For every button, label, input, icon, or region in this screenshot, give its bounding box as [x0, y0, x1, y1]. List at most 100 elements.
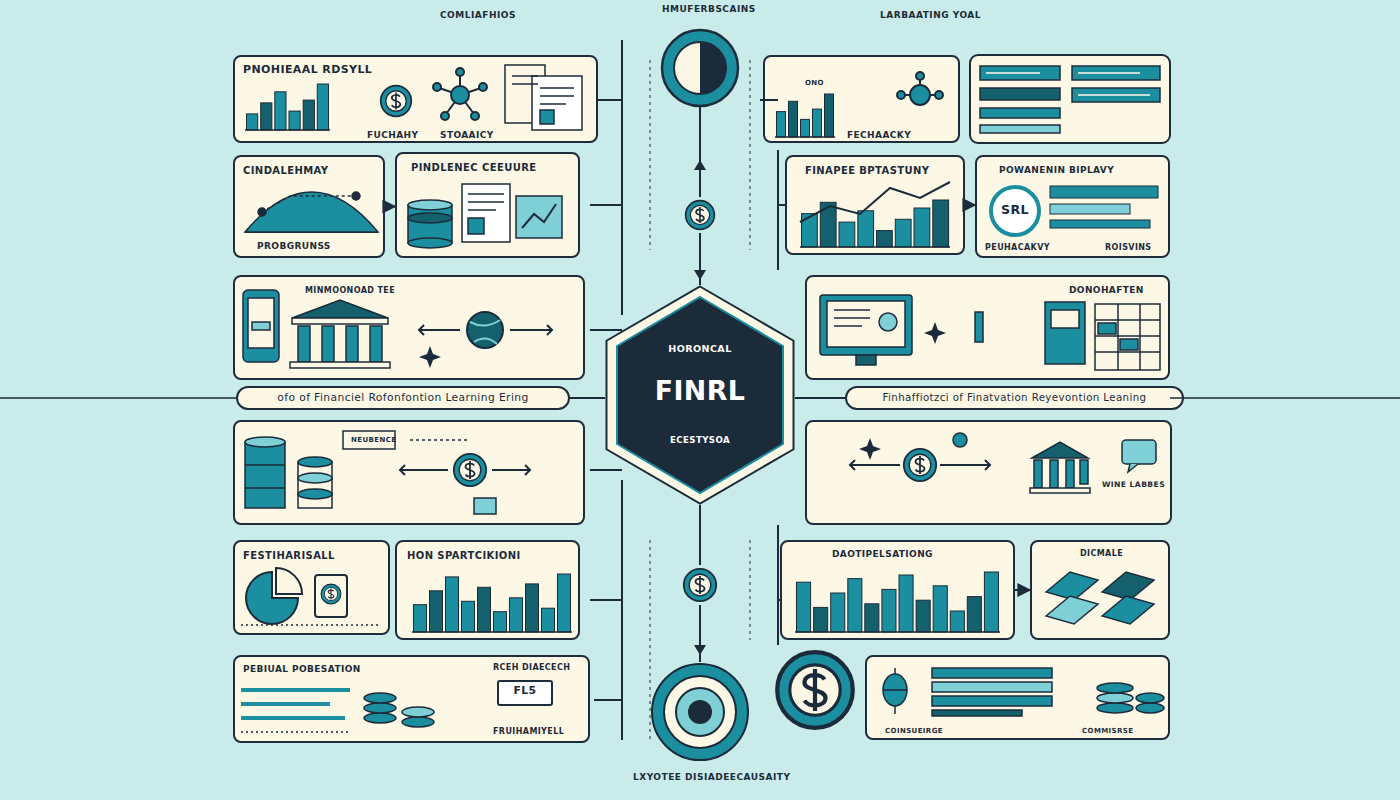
node-title: Finhaffiotzci of Finatvation Reyevontion… — [847, 392, 1182, 404]
node-text: FRUIHAMIYELL — [493, 727, 564, 737]
database-stack — [298, 462, 332, 508]
dollar-coin — [686, 201, 715, 230]
database-stack — [1136, 703, 1164, 713]
network-icon — [451, 86, 469, 104]
globe-arrows — [850, 460, 990, 470]
connector-arrow — [570, 397, 605, 399]
menu-panel — [970, 55, 1170, 143]
database-stack — [298, 473, 332, 483]
bar-chart — [814, 607, 828, 632]
panel-box: PNOHIEAAL RDSYLLFUCHAHYSTOAAICY — [233, 55, 598, 143]
network-icon — [433, 83, 441, 91]
hub-hexagon: HORONCALFINRLECESTYSOA — [605, 285, 795, 505]
pie-circle — [674, 42, 726, 94]
bank-icon — [298, 326, 310, 362]
monitor-icon — [1095, 304, 1160, 370]
panel-ground — [846, 387, 1183, 409]
speech-bubble — [953, 433, 967, 447]
monitor-icon — [1045, 302, 1085, 364]
tag-outline — [343, 431, 496, 514]
monitor-icon — [1051, 310, 1079, 328]
target-circle — [676, 688, 724, 736]
node-title: FL5 — [499, 685, 551, 698]
panel-ground — [396, 153, 579, 257]
arrow-mark — [694, 160, 706, 170]
chip-icon — [1046, 572, 1154, 624]
monitor-icon — [827, 301, 905, 347]
node-text: PROBGRUNSS — [257, 241, 331, 252]
node-title: SRL — [993, 202, 1037, 217]
database-stack — [245, 465, 285, 488]
bar-chart — [446, 577, 459, 632]
speech-bubble — [1122, 440, 1156, 464]
bar-chart — [882, 589, 896, 632]
panel-ground — [234, 541, 389, 634]
bank-icon — [322, 326, 334, 362]
node-title: HORONCAL — [605, 343, 795, 354]
panel-ground — [806, 421, 1171, 524]
node-title: CINDALEHMAY — [243, 165, 328, 177]
panel-ground — [866, 656, 1169, 739]
database-stack — [364, 703, 396, 713]
bar-chart — [245, 129, 330, 131]
star-icon — [859, 438, 881, 460]
database-stack — [245, 442, 285, 508]
row-bars — [1050, 220, 1150, 228]
network-icon — [471, 112, 479, 120]
connector-arrow — [795, 397, 845, 399]
bank-icon — [292, 300, 388, 318]
node-title: MINMOONOAD TEE — [305, 286, 395, 296]
monitor-icon — [856, 355, 876, 365]
monitor-icon — [879, 313, 897, 331]
panel-box: COINSUEIRGECOMMISRSE — [865, 655, 1170, 740]
monitor-icon — [834, 310, 870, 326]
row-bars — [1050, 186, 1158, 228]
globe-arrows — [470, 320, 500, 344]
document-icon — [516, 196, 562, 238]
node-title: POWANENIN BIPLAVY — [999, 165, 1114, 176]
database-stack — [245, 437, 285, 447]
caption-label: LARBAATING YOAL — [880, 10, 981, 21]
bar-chart — [895, 219, 911, 247]
bar-chart — [797, 582, 811, 632]
node-title: DAOTIPELSATIONG — [832, 549, 933, 560]
network-icon — [439, 74, 481, 114]
panel-box: POWANENIN BIPLAVYPEUHACAKVYROISVINSSRL — [975, 155, 1170, 258]
panel-box: WINE LABBES — [805, 420, 1172, 525]
bar-chart — [848, 579, 862, 632]
bar-chart — [777, 112, 786, 137]
node-title: ofo of Financiel Rofonfontion Learning E… — [238, 392, 568, 405]
panel-ground — [234, 276, 584, 379]
ornament-icon — [932, 668, 1052, 678]
bar-chart — [839, 222, 855, 247]
dollar-coin — [381, 86, 412, 117]
bank-icon — [1050, 460, 1058, 488]
network-icon — [910, 85, 930, 105]
panel-box: CINDALEHMAY PROBGRUNSS — [233, 155, 385, 258]
node-text: ECESTYSOA — [605, 435, 795, 445]
globe-arrows — [467, 312, 503, 348]
bar-chart — [800, 200, 950, 247]
globe-arrows — [419, 325, 552, 335]
document-icon — [532, 76, 582, 130]
network-icon — [441, 112, 449, 120]
bar-chart — [462, 601, 475, 632]
speech-bubble — [953, 433, 1156, 472]
database-stack — [1136, 693, 1164, 703]
bar-chart — [984, 572, 998, 632]
chip-icon — [1102, 596, 1154, 624]
star-icon — [924, 322, 946, 344]
monitor-icon — [820, 295, 912, 355]
bar-chart — [430, 591, 443, 632]
phone-icon — [243, 290, 279, 362]
panel-ground — [764, 56, 959, 142]
pie-icon — [241, 624, 380, 626]
bar-chart — [542, 608, 555, 632]
menu-panel — [970, 55, 1170, 143]
node-title: PEBIUAL POBESATION — [243, 664, 361, 675]
bar-chart — [247, 114, 258, 130]
dollar-coin — [904, 449, 936, 481]
bar-chart — [775, 94, 835, 137]
bar-chart — [802, 214, 818, 247]
list-lines — [241, 690, 350, 732]
